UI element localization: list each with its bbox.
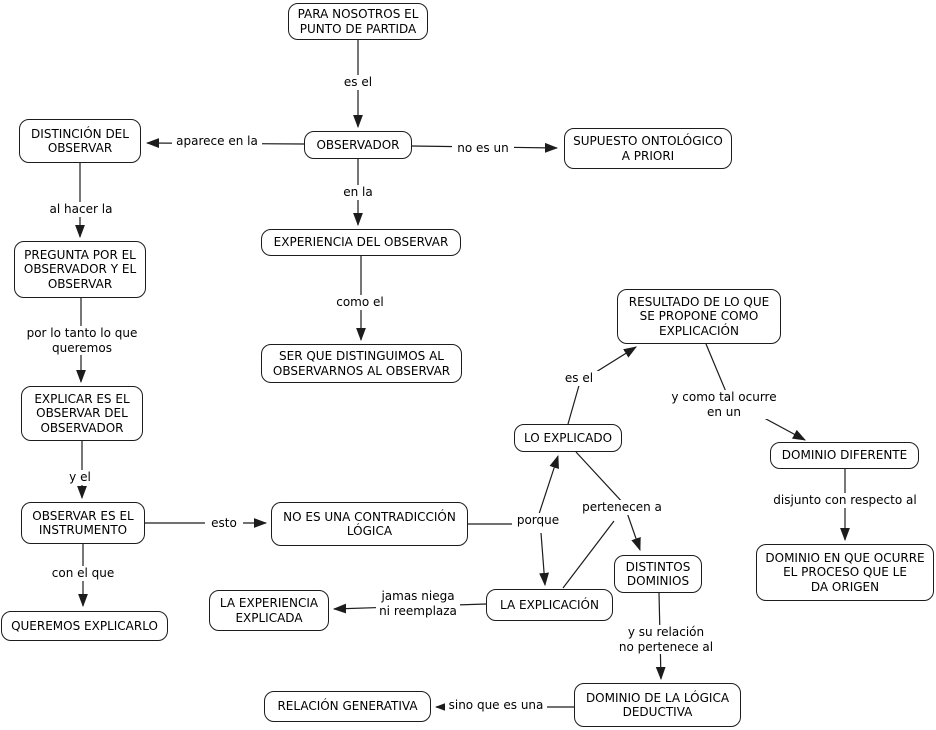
concept-no-es-una-contradiccion[interactable]: NO ES UNA CONTRADICCIÓN LÓGICA (271, 502, 468, 546)
concept-queremos-explicarlo[interactable]: QUEREMOS EXPLICARLO (1, 611, 168, 641)
link-label-con-el-que[interactable]: con el que (48, 566, 118, 581)
link-label-al-hacer-la[interactable]: al hacer la (45, 202, 117, 217)
concept-pregunta-por-el-observador[interactable]: PREGUNTA POR EL OBSERVADOR Y EL OBSERVAR (14, 241, 146, 298)
concept-experiencia-del-observar[interactable]: EXPERIENCIA DEL OBSERVAR (261, 229, 461, 256)
concept-la-experiencia-explicada[interactable]: LA EXPERIENCIA EXPLICADA (209, 590, 329, 631)
connector-porque-to-la-explicacion (539, 532, 550, 587)
link-label-pertenecen-a[interactable]: pertenecen a (578, 500, 666, 515)
link-label-es-el-1[interactable]: es el (336, 75, 380, 90)
link-label-jamas-niega[interactable]: jamas niega ni reemplaza (376, 589, 460, 619)
concept-supuesto-ontologico[interactable]: SUPUESTO ONTOLÓGICO A PRIORI (564, 128, 732, 169)
link-label-sino-que-es-una[interactable]: sino que es una (445, 698, 547, 713)
connector-porque-to-lo-explicado (538, 454, 559, 515)
link-label-es-el-2[interactable]: es el (556, 371, 602, 386)
link-label-como-el[interactable]: como el (332, 295, 388, 310)
concept-lo-explicado[interactable]: LO EXPLICADO (514, 424, 622, 452)
concept-la-explicacion[interactable]: LA EXPLICACIÓN (486, 589, 613, 621)
link-label-y-su-relacion[interactable]: y su relación no pertenece al (615, 625, 717, 655)
concept-punto-partida[interactable]: PARA NOSOTROS EL PUNTO DE PARTIDA (288, 3, 428, 40)
concept-explicar-es-el-observar[interactable]: EXPLICAR ES EL OBSERVAR DEL OBSERVADOR (21, 386, 143, 441)
link-label-no-es-un[interactable]: no es un (452, 141, 514, 156)
concept-dominio-en-que-ocurre[interactable]: DOMINIO EN QUE OCURRE EL PROCESO QUE LE … (756, 544, 934, 601)
link-label-esto[interactable]: esto (205, 516, 243, 531)
concept-dominio-logica-deductiva[interactable]: DOMINIO DE LA LÓGICA DEDUCTIVA (574, 683, 741, 727)
connector-la-explicacion-to-pertenecen (562, 520, 615, 589)
concept-observar-es-el-instrumento[interactable]: OBSERVAR ES EL INSTRUMENTO (21, 502, 145, 544)
concept-resultado-propuesto[interactable]: RESULTADO DE LO QUE SE PROPONE COMO EXPL… (617, 289, 781, 344)
concept-distintos-dominios[interactable]: DISTINTOS DOMINIOS (614, 555, 702, 593)
concept-ser-que-distinguimos[interactable]: SER QUE DISTINGUIMOS AL OBSERVARNOS AL O… (261, 344, 462, 383)
link-label-porque[interactable]: porque (512, 513, 564, 528)
link-label-y-el[interactable]: y el (62, 470, 98, 485)
link-label-y-como-tal[interactable]: y como tal ocurre en un (666, 390, 782, 420)
link-label-por-lo-tanto[interactable]: por lo tanto lo que queremos (24, 326, 140, 356)
link-label-en-la[interactable]: en la (337, 185, 379, 200)
concept-distincion-del-observar[interactable]: DISTINCIÓN DEL OBSERVAR (19, 119, 141, 163)
link-label-disjunto[interactable]: disjunto con respecto al (770, 493, 920, 508)
concept-dominio-diferente[interactable]: DOMINIO DIFERENTE (770, 442, 919, 469)
link-label-aparece-en-la[interactable]: aparece en la (172, 134, 262, 149)
concept-relacion-generativa[interactable]: RELACIÓN GENERATIVA (264, 691, 431, 722)
concept-observador[interactable]: OBSERVADOR (304, 131, 412, 159)
